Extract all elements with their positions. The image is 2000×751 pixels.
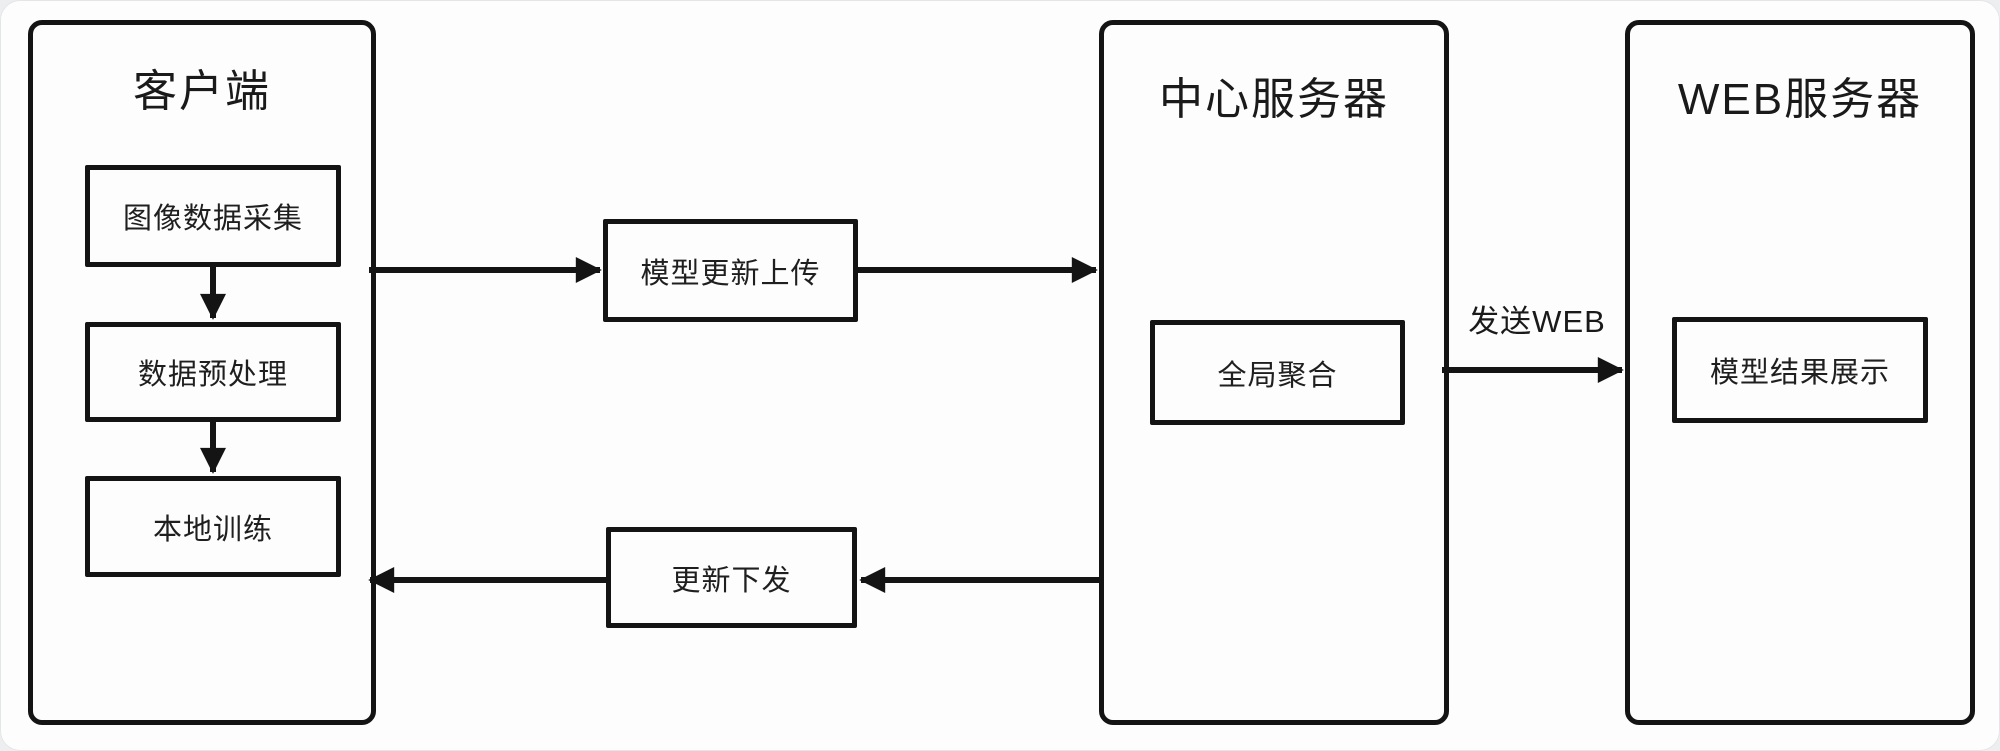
node-model-update-upload: 模型更新上传: [603, 219, 858, 322]
client-container: 客户端: [28, 20, 376, 725]
client-container-title: 客户端: [133, 67, 271, 116]
node-local-training-label: 本地训练: [152, 513, 273, 546]
edge-label-send-web: 发送WEB: [1468, 304, 1606, 339]
node-global-aggregation-label: 全局聚合: [1217, 359, 1338, 392]
node-model-update-upload-label: 模型更新上传: [640, 257, 821, 290]
central-server-container-title: 中心服务器: [1159, 75, 1389, 124]
node-model-result-display: 模型结果展示: [1672, 317, 1928, 423]
web-server-container-title: WEB服务器: [1677, 75, 1923, 124]
node-update-distribution: 更新下发: [606, 527, 857, 628]
node-image-data-collection-label: 图像数据采集: [122, 203, 303, 235]
node-data-preprocessing: 数据预处理: [85, 322, 341, 422]
node-local-training: 本地训练: [85, 476, 341, 577]
node-data-preprocessing-label: 数据预处理: [137, 359, 288, 391]
node-update-distribution-label: 更新下发: [671, 564, 792, 597]
node-global-aggregation: 全局聚合: [1150, 320, 1405, 425]
web-server-container: WEB服务器: [1625, 20, 1975, 725]
node-image-data-collection: 图像数据采集: [85, 165, 341, 267]
node-model-result-display-label: 模型结果展示: [1709, 357, 1890, 389]
